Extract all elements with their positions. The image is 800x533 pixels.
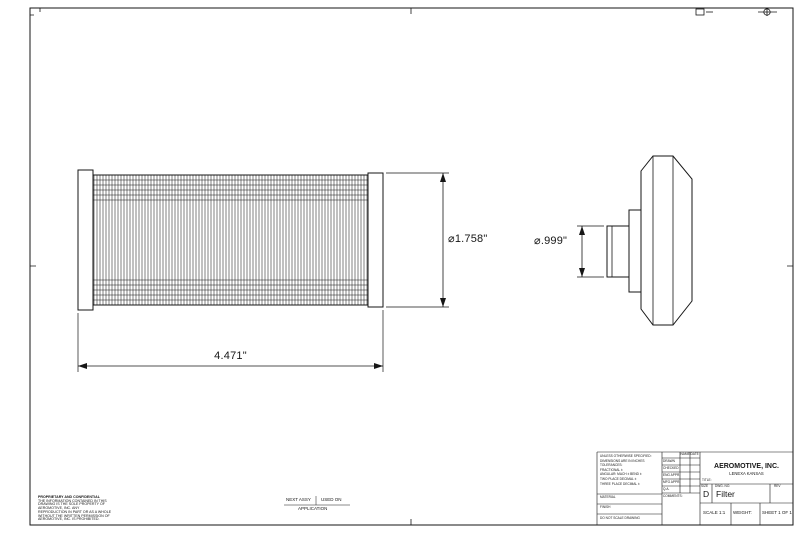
used-on-label: USED ON xyxy=(321,497,342,502)
company-name: AEROMOTIVE, INC. xyxy=(714,463,779,470)
port-diameter-dimension-label: ⌀.999" xyxy=(534,235,568,247)
title-block-grid xyxy=(596,451,793,525)
proprietary-note-line: WITHOUT THE WRITTEN PERMISSION OF xyxy=(38,513,110,518)
filter-media-body xyxy=(92,174,369,306)
approval-row-label: DRAWN xyxy=(663,459,675,463)
proprietary-note-line: DRAWING IS THE SOLE PROPERTY OF xyxy=(38,502,105,507)
weight-label: WEIGHT: xyxy=(733,510,752,515)
spec-column: UNLESS OTHERWISE SPECIFIED: DIMENSIONS A… xyxy=(600,454,660,486)
approval-row-label: ENG APPR. xyxy=(663,473,681,477)
approval-row-label: CHECKED xyxy=(663,466,679,470)
do-not-scale-label: DO NOT SCALE DRAWING xyxy=(600,516,640,520)
next-assy-label: NEXT ASSY xyxy=(286,497,311,502)
registration-mark xyxy=(758,8,777,16)
size-letter: D xyxy=(703,489,710,499)
proprietary-note-line: AEROMOTIVE, INC. ANY xyxy=(38,506,80,511)
fitting-flange xyxy=(628,209,642,293)
proprietary-note-line: THE INFORMATION CONTAINED IN THIS xyxy=(38,498,107,503)
title-label: TITLE: xyxy=(702,478,712,482)
application-label: APPLICATION xyxy=(298,506,328,511)
length-dimension-label: 4.471" xyxy=(214,350,247,362)
date-column-header: DATE xyxy=(690,452,699,456)
spec-line: UNLESS OTHERWISE SPECIFIED: xyxy=(600,454,652,458)
filter-right-end-cap xyxy=(367,172,384,308)
filter-media-wrap-lines xyxy=(93,179,368,301)
company-city: LENEXA KANSAS xyxy=(729,471,764,476)
spec-line: TOLERANCES: xyxy=(600,463,623,468)
fitting-port xyxy=(606,225,630,278)
material-label: MATERIAL xyxy=(600,495,616,499)
application-block-lines xyxy=(284,496,350,506)
approval-row-label: COMMENTS: xyxy=(663,494,683,498)
sheet-value: SHEET 1 OF 1 xyxy=(762,510,792,515)
size-label: SIZE xyxy=(701,484,709,488)
scale-value: SCALE 1:1 xyxy=(703,510,726,515)
proprietary-note-line: PROPRIETARY AND CONFIDENTIAL xyxy=(38,495,100,499)
filter-element-view xyxy=(77,169,384,311)
spec-line: ANGULAR: MACH ± BEND ± xyxy=(600,472,642,477)
spec-line: DIMENSIONS ARE IN INCHES xyxy=(600,458,645,463)
port-diameter-dimension xyxy=(577,225,604,278)
outer-diameter-dimension xyxy=(386,172,449,308)
spec-line: THREE PLACE DECIMAL ± xyxy=(600,481,640,486)
finish-label: FINISH xyxy=(600,505,611,509)
dwg-no-label: DWG. NO. xyxy=(715,484,731,488)
fitting-end-view xyxy=(606,155,693,326)
spec-line: FRACTIONAL ± xyxy=(600,467,623,472)
rev-label: REV xyxy=(774,484,781,488)
approval-row-label: MFG APPR. xyxy=(663,480,681,484)
proprietary-note: PROPRIETARY AND CONFIDENTIAL THE INFORMA… xyxy=(38,495,112,522)
outer-diameter-dimension-label: ⌀1.758" xyxy=(448,233,488,245)
drawing-title: Filter xyxy=(716,489,735,499)
hex-flat-edges xyxy=(652,156,674,325)
filter-left-end-cap xyxy=(77,169,94,311)
plot-stamp xyxy=(695,8,713,16)
fitting-hex-body xyxy=(640,155,693,326)
proprietary-note-line: REPRODUCTION IN PART OR AS A WHOLE xyxy=(38,509,112,514)
sheet-border xyxy=(29,7,794,526)
proprietary-note-line: AEROMOTIVE, INC. IS PROHIBITED. xyxy=(38,517,100,522)
length-dimension xyxy=(77,310,384,372)
approval-row-label: Q.A. xyxy=(663,487,670,491)
spec-line: TWO PLACE DECIMAL ± xyxy=(600,476,637,481)
name-column-header: NAME xyxy=(680,452,690,456)
